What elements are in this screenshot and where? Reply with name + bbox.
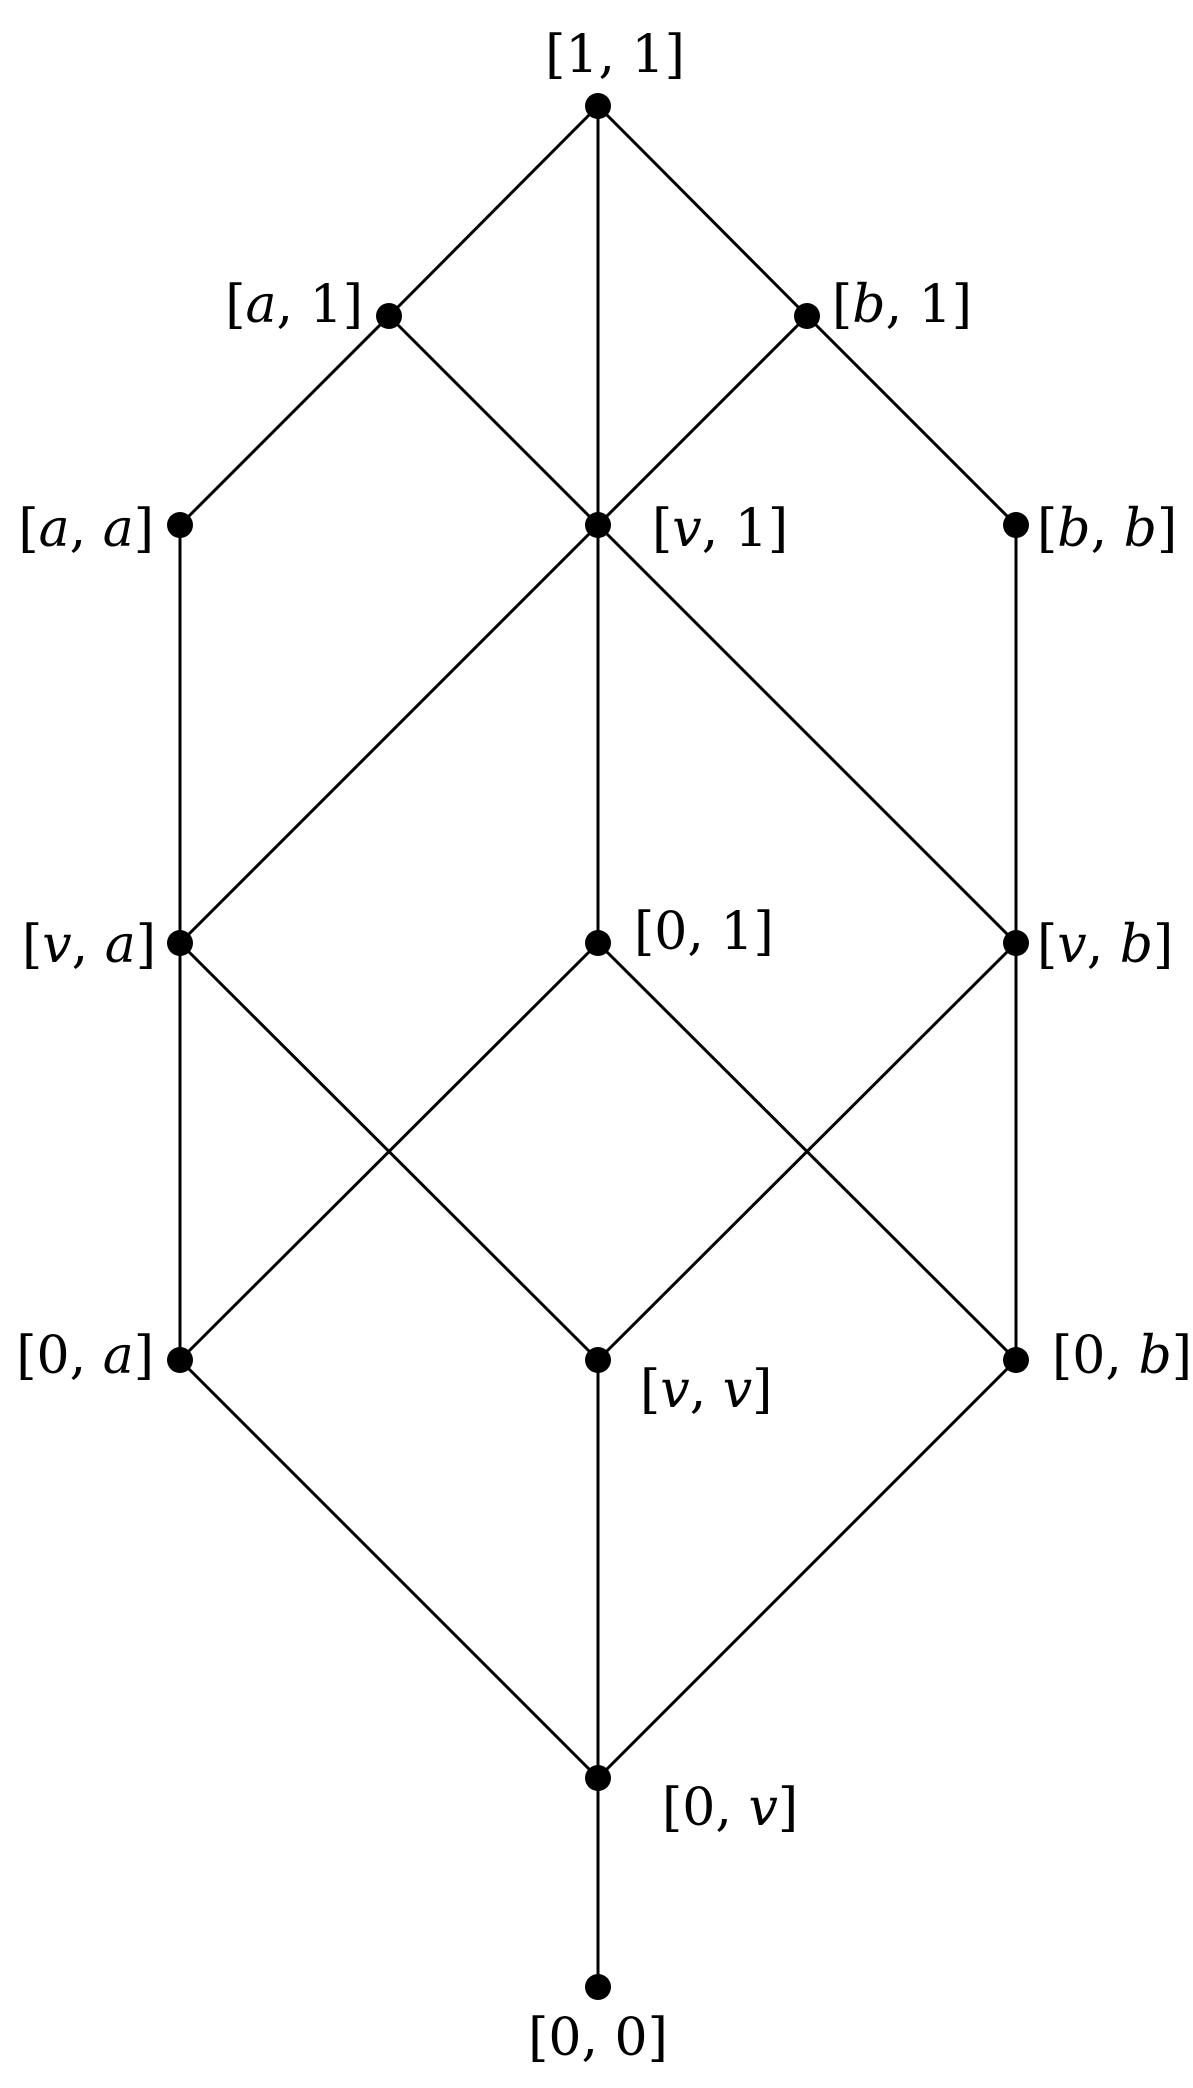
node-label-na1: [a, 1] xyxy=(225,275,363,335)
edge-nv1-nvb xyxy=(596,523,1018,945)
node-nbb xyxy=(1003,512,1029,538)
edge-n0b-n0v xyxy=(596,1358,1018,1780)
node-n11 xyxy=(585,93,611,119)
edge-n11-nb1 xyxy=(596,104,809,318)
node-label-n0v: [0, v] xyxy=(662,1778,798,1838)
node-n0b xyxy=(1003,1347,1029,1373)
node-n00 xyxy=(585,1974,611,2000)
node-label-n11: [1, 1] xyxy=(545,25,685,85)
edge-nv1-nva xyxy=(178,523,600,945)
node-nb1 xyxy=(794,303,820,329)
node-label-n01: [0, 1] xyxy=(634,902,774,962)
node-na1 xyxy=(376,303,402,329)
node-label-nb1: [b, 1] xyxy=(832,275,972,335)
node-nvb xyxy=(1003,930,1029,956)
node-label-n0a: [0, a] xyxy=(16,1326,154,1386)
node-label-n0b: [0, b] xyxy=(1052,1326,1192,1386)
edge-n11-na1 xyxy=(387,104,600,318)
node-nv1 xyxy=(585,512,611,538)
edge-n0a-n0v xyxy=(178,1358,600,1780)
edge-nb1-nbb xyxy=(805,314,1018,527)
node-label-naa: [a, a] xyxy=(18,499,154,559)
node-label-nvv: [v, v] xyxy=(640,1360,772,1420)
node-label-nbb: [b, b] xyxy=(1037,499,1177,559)
node-naa xyxy=(167,512,193,538)
node-n0a xyxy=(167,1347,193,1373)
edge-nb1-nv1 xyxy=(596,314,809,527)
edge-na1-naa xyxy=(178,314,391,527)
node-nva xyxy=(167,930,193,956)
edge-na1-nv1 xyxy=(387,314,600,527)
labels-layer: [1, 1] [a, 1] [b, 1] [a, a] [v, 1] [b, b] [v, … xyxy=(16,25,1192,2068)
node-n0v xyxy=(585,1765,611,1791)
node-n01 xyxy=(585,930,611,956)
edge-n01-n0a xyxy=(178,941,600,1362)
node-label-nva: [v, a] xyxy=(22,915,156,975)
node-label-n00: [0, 0] xyxy=(528,2008,668,2068)
node-label-nvb: [v, b] xyxy=(1037,915,1173,975)
node-nvv xyxy=(585,1347,611,1373)
node-label-nv1: [v, 1] xyxy=(652,499,788,559)
edges-layer xyxy=(178,104,1018,1987)
edge-nvb-nvv xyxy=(596,941,1018,1362)
nodes-layer xyxy=(167,93,1029,2000)
